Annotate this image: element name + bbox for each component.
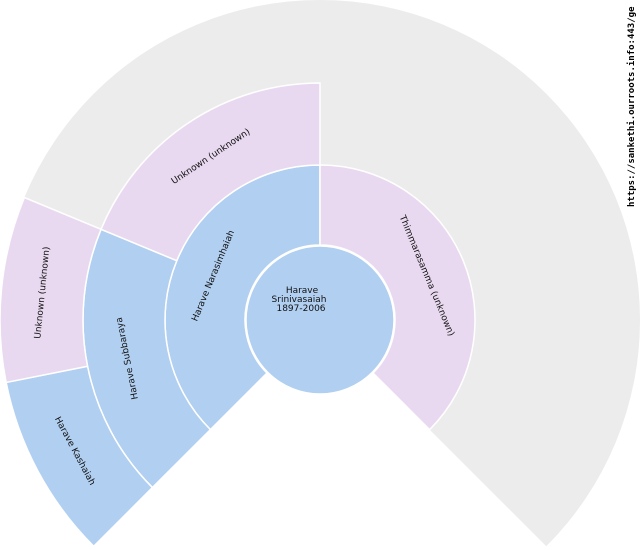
ancestor-segment[interactable] (319, 164, 476, 431)
root-name-line1: Harave (286, 286, 319, 296)
root-person-circle[interactable] (245, 245, 395, 395)
ancestor-segment[interactable] (100, 82, 321, 262)
ancestor-segment[interactable] (0, 196, 103, 384)
source-url[interactable]: https://sankethi.ourroots.info:443/ge (627, 6, 637, 207)
root-name-line2: Srinivasaiah (272, 295, 327, 305)
root-dates: 1897-2006 (276, 304, 325, 314)
